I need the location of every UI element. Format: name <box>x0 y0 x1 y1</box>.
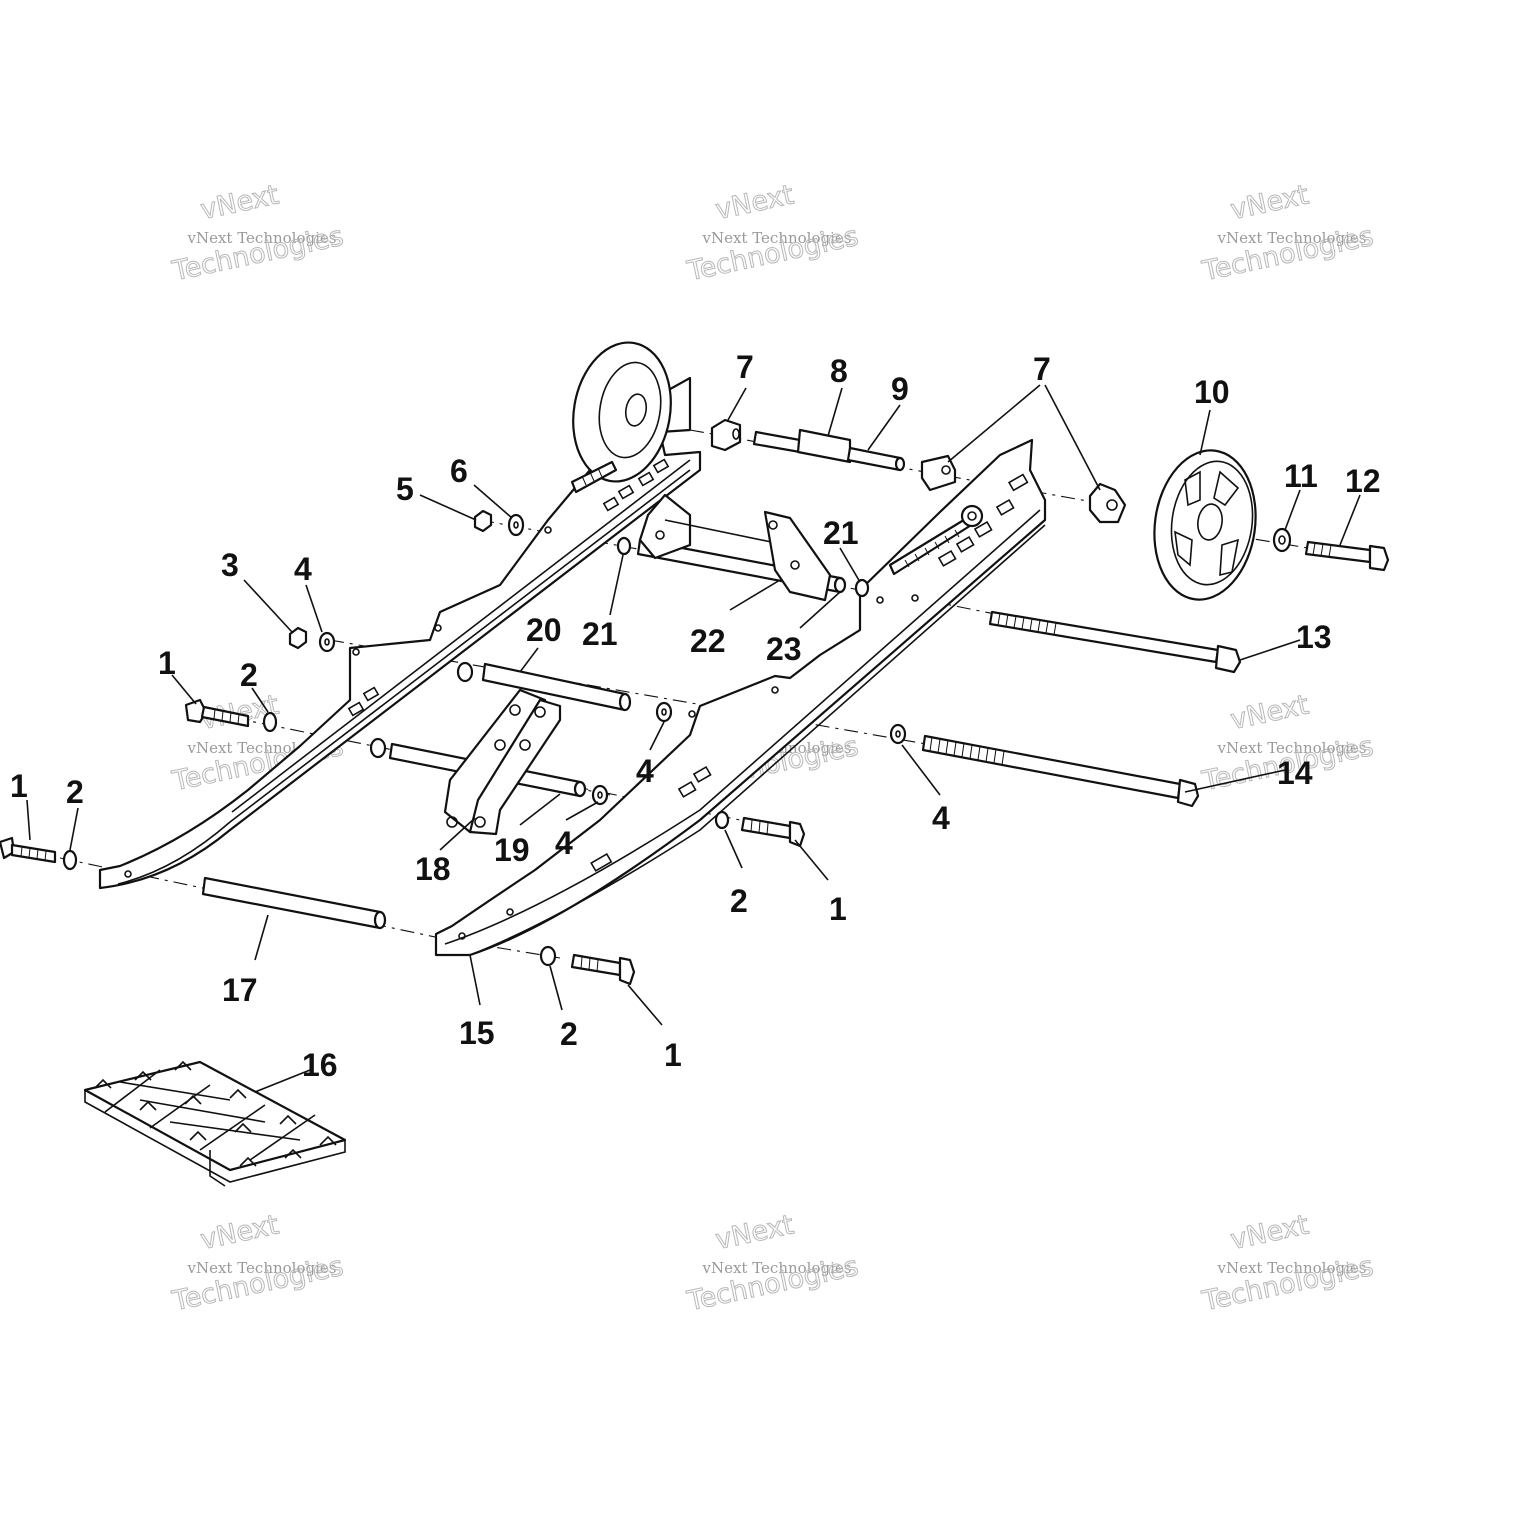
adjuster-block-7b-right <box>1088 482 1127 524</box>
callout-1-left: 1 <box>158 645 176 681</box>
washer-11 <box>1272 527 1292 553</box>
watermark-top-right: vNext vNext Technologies Technologies <box>1199 179 1377 288</box>
bolt-1-mid <box>740 816 806 848</box>
rear-bracket-right <box>763 510 832 602</box>
track-adjuster-bolt <box>888 504 984 576</box>
callout-13: 13 <box>1296 619 1332 655</box>
bolt-1-left <box>184 698 250 728</box>
callout-4-top: 4 <box>294 551 312 587</box>
nut-5 <box>473 509 493 533</box>
callout-10: 10 <box>1194 374 1230 410</box>
callout-4-mid: 4 <box>636 753 654 789</box>
washer-rail-left-b <box>456 661 474 683</box>
watermark-top-left: vNext vNext Technologies Technologies <box>169 179 347 288</box>
shaft-20 <box>481 662 632 712</box>
callout-2-bottom: 2 <box>560 1016 578 1052</box>
washer-rail-left-a <box>369 737 387 759</box>
callout-1-bottom: 1 <box>664 1037 682 1073</box>
svg-text:vNext: vNext <box>198 179 282 226</box>
callout-21-right: 21 <box>823 515 859 551</box>
svg-text:vNext: vNext <box>1228 689 1312 736</box>
rear-axle-8-9 <box>752 428 906 472</box>
svg-text:vNext Technologies: vNext Technologies <box>1216 1259 1366 1277</box>
callout-20: 20 <box>526 612 562 648</box>
callout-11: 11 <box>1284 458 1318 494</box>
callout-19: 19 <box>494 832 530 868</box>
washer-4-shaft19 <box>591 784 609 806</box>
callout-labels: 7 8 9 7 10 11 12 6 5 21 3 4 20 21 22 23 … <box>10 349 1381 1083</box>
leader-lines <box>26 384 1361 1093</box>
washer-2-far-left <box>62 849 78 871</box>
watermark-bottom-left: vNext vNext Technologies Technologies <box>169 1209 347 1318</box>
callout-2-left: 2 <box>240 657 258 693</box>
callout-16: 16 <box>302 1047 338 1083</box>
svg-text:vNext Technologies: vNext Technologies <box>1216 229 1366 247</box>
bolt-1-far-left <box>0 836 57 864</box>
svg-text:vNext Technologies: vNext Technologies <box>701 1259 851 1277</box>
callout-6: 6 <box>450 453 468 489</box>
washer-4-shaft20 <box>655 701 673 723</box>
watermark-top-center: vNext vNext Technologies Technologies <box>684 179 862 288</box>
callout-7-left: 7 <box>736 349 754 385</box>
svg-text:vNext: vNext <box>713 1209 797 1256</box>
rear-bolt-left <box>570 460 618 494</box>
callout-15: 15 <box>459 1015 495 1051</box>
svg-text:vNext Technologies: vNext Technologies <box>1216 739 1366 757</box>
callout-1-far-left: 1 <box>10 768 28 804</box>
svg-text:vNext Technologies: vNext Technologies <box>701 229 851 247</box>
callout-9: 9 <box>891 371 909 407</box>
rear-idler-wheel-left <box>572 341 672 483</box>
svg-text:vNext: vNext <box>1228 179 1312 226</box>
idler-wheel-10 <box>1153 449 1257 601</box>
washer-2-bottom <box>539 945 557 967</box>
nut-3 <box>288 626 308 650</box>
callout-4-right: 4 <box>932 800 950 836</box>
callout-7-right: 7 <box>1033 351 1051 387</box>
callout-23: 23 <box>766 631 802 667</box>
callout-22: 22 <box>690 623 726 659</box>
callout-21-left: 21 <box>582 616 618 652</box>
washer-4-left <box>318 631 336 653</box>
callout-5: 5 <box>396 471 414 507</box>
washer-4-right <box>889 723 907 745</box>
svg-text:vNext: vNext <box>198 1209 282 1256</box>
callout-1-mid: 1 <box>829 891 847 927</box>
adjuster-block-7b-left <box>920 454 957 492</box>
shaft-17 <box>201 876 387 930</box>
track-section <box>83 1060 347 1187</box>
long-bolt-13 <box>988 610 1242 674</box>
bolt-1-bottom <box>570 953 636 986</box>
callout-14: 14 <box>1277 755 1313 791</box>
svg-text:vNext Technologies: vNext Technologies <box>186 229 336 247</box>
washer-2-mid <box>714 810 730 830</box>
callout-2-mid: 2 <box>730 883 748 919</box>
bolt-12 <box>1304 540 1390 572</box>
callout-12: 12 <box>1345 463 1381 499</box>
adjuster-block-7a <box>710 418 742 452</box>
callout-17: 17 <box>222 972 258 1008</box>
washer-2-left <box>262 711 278 733</box>
callout-4-low: 4 <box>555 825 573 861</box>
svg-text:vNext: vNext <box>713 179 797 226</box>
svg-text:vNext: vNext <box>1228 1209 1312 1256</box>
torque-arm-18 <box>443 688 562 836</box>
callout-18: 18 <box>415 851 451 887</box>
washer-21-right <box>854 578 870 598</box>
washer-6 <box>507 513 525 537</box>
watermark-bottom-right: vNext vNext Technologies Technologies <box>1199 1209 1377 1318</box>
callout-2-far-left: 2 <box>66 774 84 810</box>
washer-21-left <box>616 536 632 556</box>
long-bolt-14 <box>921 734 1200 808</box>
callout-3: 3 <box>221 547 239 583</box>
svg-text:vNext Technologies: vNext Technologies <box>186 1259 336 1277</box>
watermark-bottom-center: vNext vNext Technologies Technologies <box>684 1209 862 1318</box>
callout-8: 8 <box>830 353 848 389</box>
